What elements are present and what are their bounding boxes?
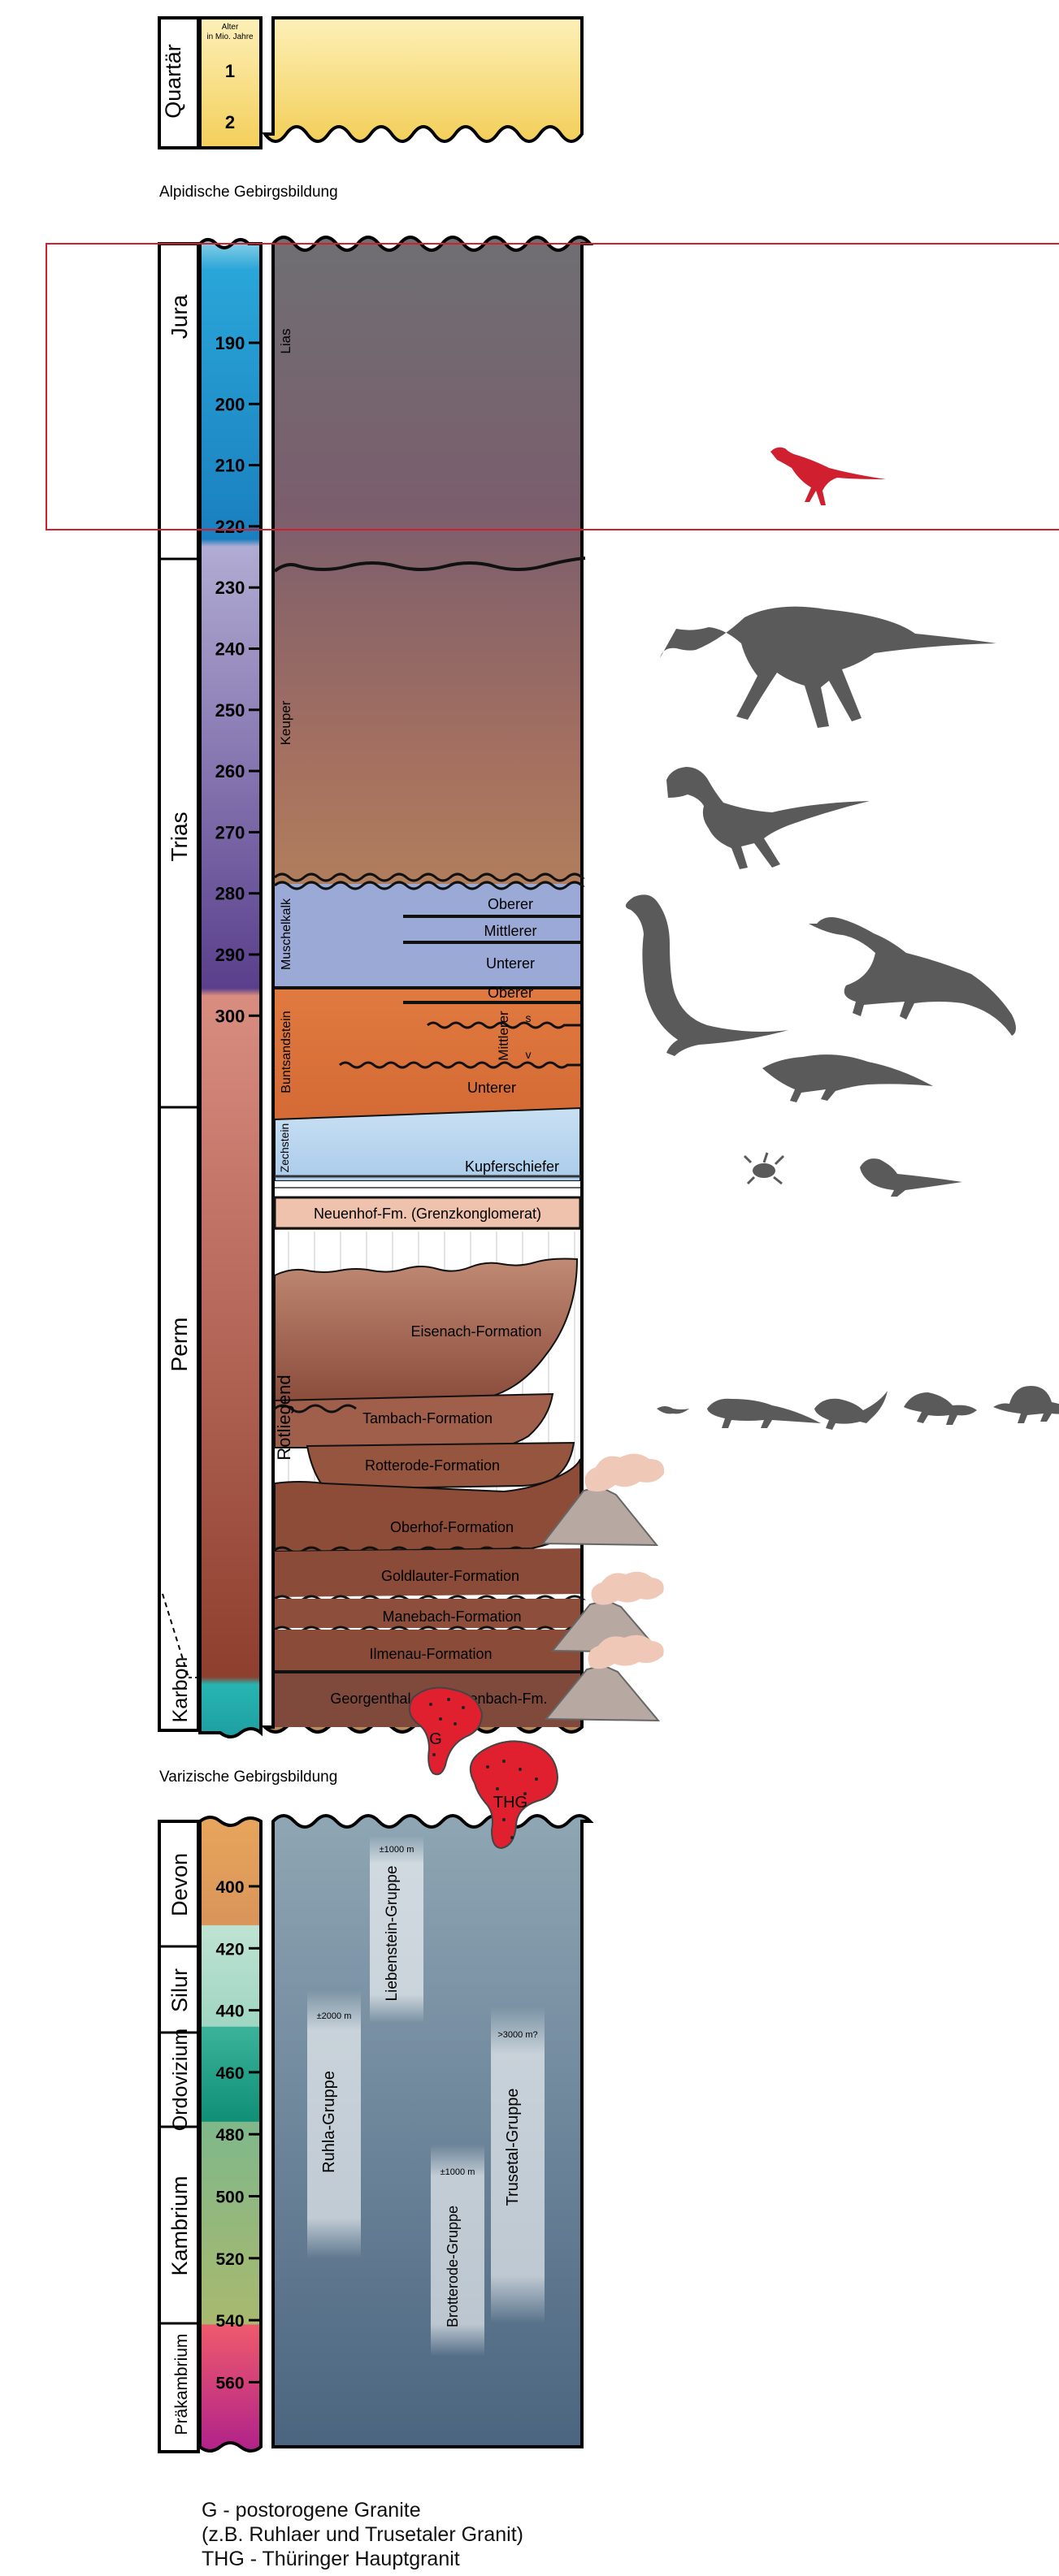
granite-g: G	[410, 1688, 482, 1775]
period-label-quartaer: Quartär	[161, 44, 185, 119]
liebenstein-thickness: ±1000 m	[380, 1845, 414, 1855]
formation-label: Tambach-Formation	[362, 1410, 493, 1427]
plateosaurus-icon	[660, 607, 996, 728]
period-label-karbon: Karbon	[169, 1657, 192, 1723]
age-tick-label: 190	[215, 333, 245, 353]
quaternary-block: Quartär Alter in Mio. Jahre 1 2	[159, 18, 582, 148]
variscan-orogeny-label: Varizische Gebirgsbildung	[159, 1769, 337, 1786]
formation-label: Goldlauter-Formation	[381, 1568, 519, 1584]
group-label-zechstein: Zechstein	[278, 1123, 291, 1173]
age-tick-label: 500	[215, 2189, 244, 2207]
nothosaurus-icon	[626, 894, 788, 1056]
age-tick-label: 250	[215, 700, 245, 721]
legend-line-g: G - postorogene Granite	[202, 2498, 523, 2522]
age-tick-label: 460	[215, 2064, 244, 2083]
dimetrodon-icon	[993, 1386, 1059, 1423]
dicynodont-icon	[860, 1158, 962, 1197]
amphibian-icon	[814, 1391, 888, 1430]
age-tick-label: 560	[215, 2374, 244, 2392]
buntsandstein-unterer: Unterer	[467, 1080, 516, 1096]
period-label-trias: Trias	[167, 812, 192, 861]
brotterode-label: Brotterode-Gruppe	[445, 2206, 461, 2327]
age-tick-label: 290	[215, 945, 245, 965]
age-tick-label: 280	[215, 884, 245, 904]
buntsandstein-mittlerer: Mittlerer	[496, 1011, 511, 1061]
age-tick-label: 260	[215, 761, 245, 781]
brotterode-thickness: ±1000 m	[441, 2167, 475, 2177]
ruhla-label: Ruhla-Gruppe	[320, 2071, 338, 2173]
legend-line-thg: THG - Thüringer Hauptgranit	[202, 2547, 523, 2571]
kupferschiefer-label: Kupferschiefer	[465, 1158, 559, 1175]
group-label-keuper: Keuper	[278, 700, 293, 745]
neuenhof-label: Neuenhof-Fm. (Grenzkonglomerat)	[314, 1206, 541, 1222]
group-label-lias: Lias	[278, 328, 293, 353]
period-label-silur: Silur	[167, 1968, 192, 2012]
red-theropod-icon	[770, 448, 886, 505]
group-label-muschelkalk: Muschelkalk	[280, 898, 293, 970]
age-tick-2: 2	[225, 112, 235, 132]
age-tick-label: 480	[215, 2126, 244, 2145]
buntsandstein-layer	[275, 989, 580, 1119]
muschelkalk-oberer: Oberer	[488, 896, 533, 912]
age-tick-label: 540	[215, 2312, 244, 2331]
age-tick-label: 220	[215, 517, 245, 537]
insect-icon	[744, 1153, 783, 1184]
main-section: Jura Trias Perm Karbon 190 200 210 220 230 24…	[159, 237, 590, 1737]
age-tick-1: 1	[225, 61, 235, 81]
age-tick-label: 400	[215, 1878, 244, 1897]
granite-label-g: G	[429, 1730, 442, 1748]
period-label-kambrium: Kambrium	[167, 2176, 192, 2275]
age-tick-label: 420	[215, 1940, 244, 1959]
muschelkalk-unterer: Unterer	[486, 955, 535, 972]
formation-label: Rotterode-Formation	[365, 1457, 500, 1474]
trusetal-thickness: >3000 m?	[497, 2030, 537, 2040]
muschelkalk-mittlerer: Mittlerer	[484, 923, 536, 939]
coelophysis-icon	[666, 767, 870, 869]
formation-label: Manebach-Formation	[382, 1608, 521, 1625]
age-tick-label: 270	[215, 822, 245, 842]
ruhla-thickness: ±2000 m	[317, 2011, 352, 2021]
age-tick-label: 200	[215, 394, 245, 414]
main-period-column	[159, 244, 198, 1730]
formation-label: Oberhof-Formation	[390, 1519, 514, 1535]
legend-line-examples: (z.B. Ruhlaer und Trusetaler Granit)	[202, 2522, 523, 2547]
formation-label: Eisenach-Formation	[410, 1323, 541, 1340]
quaternary-rock-column	[265, 18, 582, 141]
age-tick-label: 520	[215, 2250, 244, 2269]
formation-label: Ilmenau-Formation	[369, 1646, 492, 1662]
age-tick-label: 240	[215, 639, 245, 660]
pelycosaur-icon	[707, 1399, 821, 1428]
period-label-perm: Perm	[167, 1318, 192, 1372]
crocodilian-icon	[762, 1054, 933, 1102]
legend: G - postorogene Granite (z.B. Ruhlaer un…	[202, 2498, 523, 2571]
period-label-ordovizium: Ordovizium	[169, 2028, 192, 2131]
perm-fauna-small-icon	[657, 1406, 689, 1414]
age-tick-label: 210	[215, 456, 245, 476]
period-label-praekambrium: Präkambrium	[172, 2334, 191, 2435]
buntsandstein-oberer: Oberer	[488, 985, 533, 1001]
period-label-jura: Jura	[167, 294, 192, 339]
alpine-orogeny-label: Alpidische Gebirgsbildung	[159, 184, 338, 201]
age-header-line2: in Mio. Jahre	[206, 32, 254, 41]
group-label-buntsandstein: Buntsandstein	[280, 1011, 293, 1093]
trusetal-label: Trusetal-Gruppe	[504, 2089, 522, 2206]
tanystropheus-icon	[809, 917, 1016, 1036]
buntsandstein-mark-v: v	[526, 1048, 532, 1061]
age-tick-label: 300	[215, 1006, 245, 1026]
age-tick-label: 230	[215, 578, 245, 598]
group-label-rotliegend: Rotliegend	[274, 1375, 294, 1460]
liebenstein-label: Liebenstein-Gruppe	[384, 1866, 401, 2002]
age-header-line1: Alter	[222, 23, 239, 32]
lower-section: Devon Silur Ordovizium Kambrium Präkambr…	[159, 1816, 590, 2452]
age-tick-label: 440	[215, 2002, 244, 2021]
buntsandstein-mark-s: s	[526, 1011, 532, 1024]
animal-silhouettes	[626, 448, 1059, 1430]
granite-label-thg: THG	[493, 1794, 527, 1812]
period-label-devon: Devon	[167, 1853, 192, 1916]
therapsid-icon	[904, 1392, 977, 1425]
